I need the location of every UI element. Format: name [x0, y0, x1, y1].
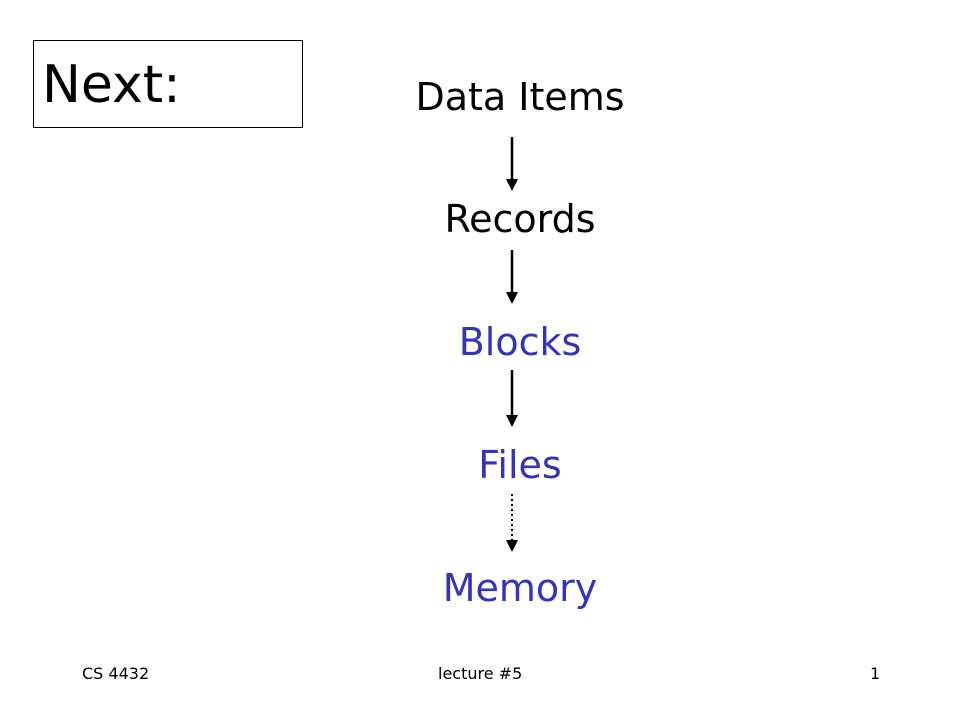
node-records: Records: [444, 197, 596, 241]
arrow-files-to-memory-dotted: [506, 494, 518, 552]
node-files: Files: [478, 443, 562, 487]
title-box: Next:: [33, 40, 303, 128]
arrow-data-items-to-records: [506, 137, 518, 191]
footer-page-number: 1: [870, 664, 881, 683]
arrow-blocks-to-files: [506, 370, 518, 427]
node-memory: Memory: [442, 566, 598, 610]
node-blocks: Blocks: [458, 320, 582, 364]
footer-lecture: lecture #5: [438, 664, 523, 683]
arrow-records-to-blocks: [506, 250, 518, 304]
node-data-items: Data Items: [415, 75, 625, 119]
footer-course: CS 4432: [82, 664, 150, 683]
slide-title: Next:: [42, 55, 181, 115]
